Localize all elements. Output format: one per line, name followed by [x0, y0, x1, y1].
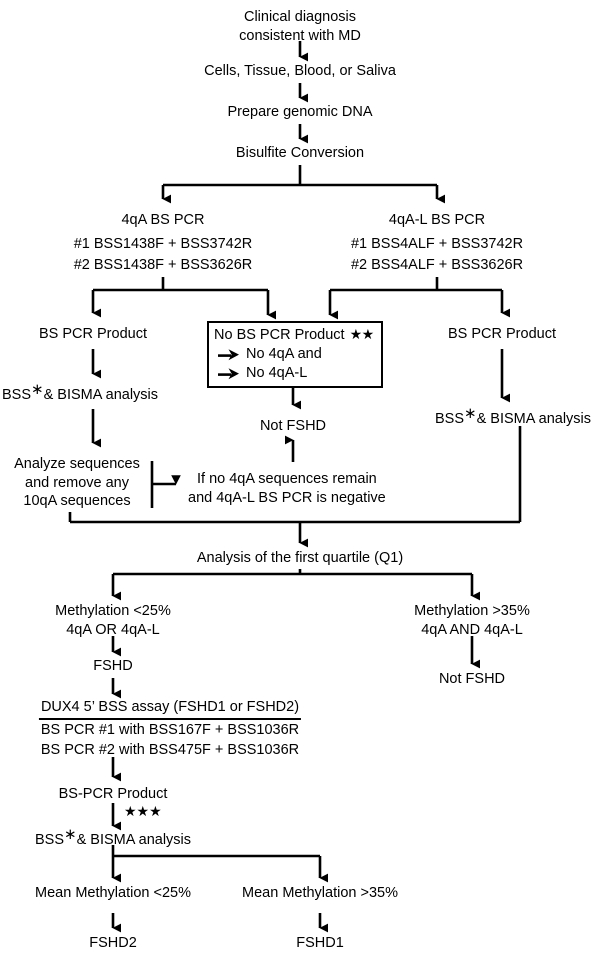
no-product-item-1: No 4qA and: [246, 346, 322, 363]
node-mean-methylation-high: Mean Methylation >35%: [242, 885, 398, 901]
dux4-pcr-1: BS PCR #1 with BSS167F + BSS1036R: [40, 721, 300, 738]
arrow-right-icon: [218, 348, 240, 361]
triple-star-icon: ★★★: [124, 803, 162, 819]
node-bisulfite-conversion: Bisulfite Conversion: [235, 145, 365, 161]
analyze-line-1: Analyze sequences: [14, 456, 140, 472]
clinical-diagnosis-line1: Clinical diagnosis: [243, 9, 357, 25]
node-bss-bisma-left: BSS∗& BISMA analysis: [1, 382, 159, 405]
node-bs-pcr-product-left: BS PCR Product: [39, 326, 147, 342]
node-methylation-low: Methylation <25% 4qA OR 4qA-L: [55, 602, 171, 639]
node-q1-analysis: Analysis of the first quartile (Q1): [196, 550, 404, 566]
dux4-pcr-2: BS PCR #2 with BSS475F + BSS1036R: [40, 741, 300, 758]
bisma-label-right: & BISMA analysis: [476, 411, 592, 427]
node-sample-types: Cells, Tissue, Blood, or Saliva: [204, 63, 396, 79]
bss-label-left: BSS: [1, 387, 31, 403]
node-not-fshd-middle: Not FSHD: [259, 418, 327, 434]
arrow-right-icon: [218, 367, 240, 380]
no-product-item-2: No 4qA-L: [246, 365, 308, 382]
node-bs-pcr-product-dux4: BS-PCR Product: [58, 786, 168, 802]
node-bss-bisma-dux4: BSS∗& BISMA analysis: [34, 827, 192, 850]
double-star-icon: ★★: [349, 326, 375, 342]
methylation-low-line-2: 4qA OR 4qA-L: [66, 621, 160, 638]
condition-line-2: and 4qA-L BS PCR is negative: [188, 489, 386, 506]
node-4qa-bs-pcr: 4qA BS PCR #1 BSS1438F + BSS3742R #2 BSS…: [74, 211, 253, 275]
methylation-high-line-1: Methylation >35%: [414, 603, 530, 619]
no-product-title: No BS PCR Product: [214, 327, 345, 343]
node-bss-bisma-right: BSS∗& BISMA analysis: [434, 406, 592, 429]
asterisk-icon: ∗: [64, 826, 77, 844]
node-clinical-diagnosis: Clinical diagnosis consistent with MD: [239, 8, 361, 45]
pcr-right-primer-2: #2 BSS4ALF + BSS3626R: [350, 257, 524, 274]
analyze-line-2: and remove any: [25, 474, 129, 491]
dux4-assay-title: DUX4 5’ BSS assay (FSHD1 or FSHD2): [38, 698, 302, 720]
node-fshd1: FSHD1: [296, 935, 344, 951]
node-dux4-assay-block: DUX4 5’ BSS assay (FSHD1 or FSHD2) BS PC…: [38, 698, 302, 760]
methylation-low-line-1: Methylation <25%: [55, 603, 171, 619]
condition-line-1: If no 4qA sequences remain: [196, 471, 377, 487]
node-bs-pcr-product-right: BS PCR Product: [448, 326, 556, 342]
node-prepare-genomic-dna: Prepare genomic DNA: [227, 104, 373, 120]
analyze-line-3: 10qA sequences: [23, 493, 131, 510]
no-product-item-1-row: No 4qA and: [214, 345, 374, 364]
asterisk-icon: ∗: [464, 405, 477, 423]
node-fshd2: FSHD2: [89, 935, 137, 951]
methylation-high-line-2: 4qA AND 4qA-L: [421, 621, 523, 638]
bisma-label-left: & BISMA analysis: [43, 387, 159, 403]
pcr-left-title: 4qA BS PCR: [121, 212, 205, 228]
node-analyze-sequences: Analyze sequences and remove any 10qA se…: [14, 455, 140, 511]
pcr-left-primer-2: #2 BSS1438F + BSS3626R: [73, 257, 253, 274]
bss-label-right: BSS: [434, 411, 464, 427]
node-4qa-l-bs-pcr: 4qA-L BS PCR #1 BSS4ALF + BSS3742R #2 BS…: [351, 211, 523, 275]
asterisk-icon: ∗: [31, 381, 44, 399]
node-not-fshd-right: Not FSHD: [438, 671, 506, 687]
node-fshd: FSHD: [93, 658, 133, 674]
bss-label-dux4: BSS: [34, 832, 64, 848]
node-mean-methylation-low: Mean Methylation <25%: [35, 885, 191, 901]
node-no-bs-pcr-product-box: No BS PCR Product★★ No 4qA and No 4qA-L: [207, 321, 383, 389]
clinical-diagnosis-line2: consistent with MD: [239, 27, 361, 44]
node-condition-text: If no 4qA sequences remain and 4qA-L BS …: [188, 470, 386, 507]
pcr-right-primer-1: #1 BSS4ALF + BSS3742R: [350, 235, 524, 252]
no-product-item-2-row: No 4qA-L: [214, 364, 374, 383]
bisma-label-dux4: & BISMA analysis: [76, 832, 192, 848]
pcr-right-title: 4qA-L BS PCR: [388, 212, 486, 228]
no-product-heading: No BS PCR Product★★: [214, 325, 374, 345]
node-methylation-high: Methylation >35% 4qA AND 4qA-L: [414, 602, 530, 639]
pcr-left-primer-1: #1 BSS1438F + BSS3742R: [73, 235, 253, 252]
